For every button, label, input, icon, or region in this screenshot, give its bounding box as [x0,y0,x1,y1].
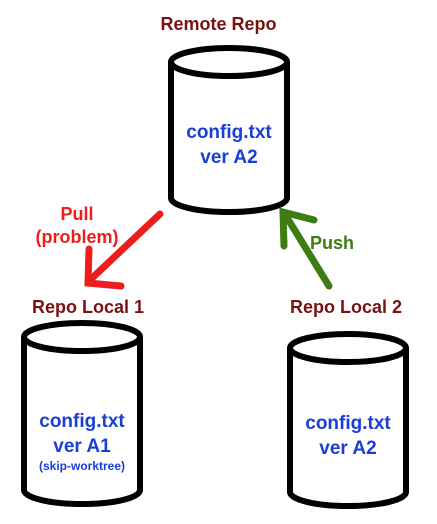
local1-file-block: config.txt ver A1 (skip-worktree) [24,409,140,473]
pull-label-block: Pull (problem) [22,203,132,249]
local2-repo-title: Repo Local 2 [290,297,403,317]
remote-file-version: ver A2 [200,147,258,168]
local1-repo-title: Repo Local 1 [32,297,145,317]
push-arrow [279,207,333,290]
pull-label: Pull [60,204,94,224]
local1-repo-cylinder [21,320,143,507]
pull-arrow [84,210,164,290]
local2-file-version: ver A2 [319,438,377,459]
remote-repo-cylinder [168,45,290,215]
remote-repo-title: Remote Repo [160,14,277,34]
local2-file-block: config.txt ver A2 [290,411,406,461]
local2-repo-cylinder [287,331,409,509]
local1-file-version: ver A1 [53,436,111,457]
remote-file-block: config.txt ver A2 [171,120,287,170]
push-label: Push [310,233,355,253]
local2-file-name: config.txt [305,413,391,434]
local1-file-name: config.txt [39,411,125,432]
pull-sublabel: (problem) [35,227,119,247]
remote-file-name: config.txt [186,122,272,143]
local1-file-note: (skip-worktree) [38,459,126,473]
